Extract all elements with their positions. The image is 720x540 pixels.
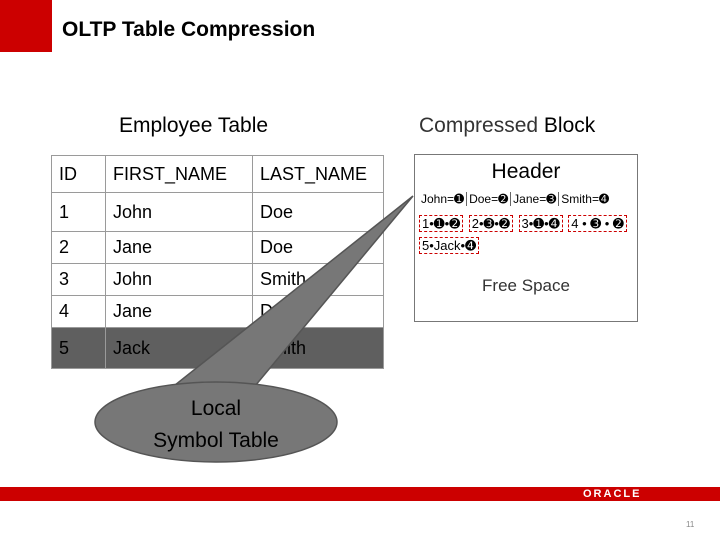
cell-last-name: Doe [252, 231, 384, 264]
callout-line-1: Local [190, 397, 242, 420]
compressed-block-title-part2: Block [543, 114, 596, 137]
compressed-row: 5•Jack•➍ [419, 237, 479, 254]
employee-table-title: Employee Table [119, 114, 269, 137]
callout-line-2: Symbol Table [153, 429, 279, 452]
column-header-first-name: FIRST_NAME [105, 155, 253, 193]
table-row: 2 Jane Doe [51, 231, 384, 264]
compressed-row: 1•➊•➋ [419, 215, 464, 232]
page-number: 11 [686, 520, 695, 529]
cell-id: 5 [51, 327, 106, 369]
column-header-id: ID [51, 155, 106, 193]
compressed-row: 3•➊•➍ [518, 215, 563, 232]
compressed-rows: 1•➊•➋ 2•➌•➋ 3•➊•➍ 4 • ➌ • ➋ 5•Jack•➍ [419, 213, 633, 257]
cell-id: 1 [51, 192, 106, 232]
brand-corner [0, 0, 52, 52]
column-header-last-name: LAST_NAME [252, 155, 384, 193]
table-row: 1 John Doe [51, 192, 384, 232]
cell-id: 2 [51, 231, 106, 264]
slide-title: OLTP Table Compression [62, 18, 316, 41]
table-header-row: ID FIRST_NAME LAST_NAME [51, 155, 384, 193]
cell-first-name: Jack [105, 327, 253, 369]
symbol-entry: John=➊ [421, 192, 465, 206]
footer-band [0, 487, 720, 501]
cell-id: 4 [51, 295, 106, 328]
cell-last-name: Doe [252, 295, 384, 328]
symbol-entry: Smith=➍ [558, 192, 612, 206]
symbol-entry: Jane=➌ [510, 192, 559, 206]
callout-label: Local Symbol Table [96, 393, 336, 457]
cell-last-name: Doe [252, 192, 384, 232]
oracle-logo: ORACLE [583, 488, 642, 500]
compressed-row: 2•➌•➋ [468, 215, 513, 232]
cell-first-name: Jane [105, 231, 253, 264]
block-header: Header [491, 160, 561, 183]
cell-id: 3 [51, 263, 106, 296]
compressed-block-title-part1: Compressed [419, 114, 539, 137]
free-space-label: Free Space [482, 276, 570, 295]
table-row: 5 Jack Smith [51, 327, 384, 369]
cell-first-name: Jane [105, 295, 253, 328]
compressed-block-title: Compressed Block [419, 114, 595, 138]
table-row: 3 John Smith [51, 263, 384, 296]
compressed-row: 4 • ➌ • ➋ [568, 215, 627, 232]
table-row: 4 Jane Doe [51, 295, 384, 328]
cell-first-name: John [105, 263, 253, 296]
cell-last-name: Smith [252, 263, 384, 296]
symbol-entry: Doe=➋ [466, 192, 511, 206]
cell-first-name: John [105, 192, 253, 232]
employee-table: ID FIRST_NAME LAST_NAME 1 John Doe 2 Jan… [51, 155, 384, 369]
cell-last-name: Smith [252, 327, 384, 369]
